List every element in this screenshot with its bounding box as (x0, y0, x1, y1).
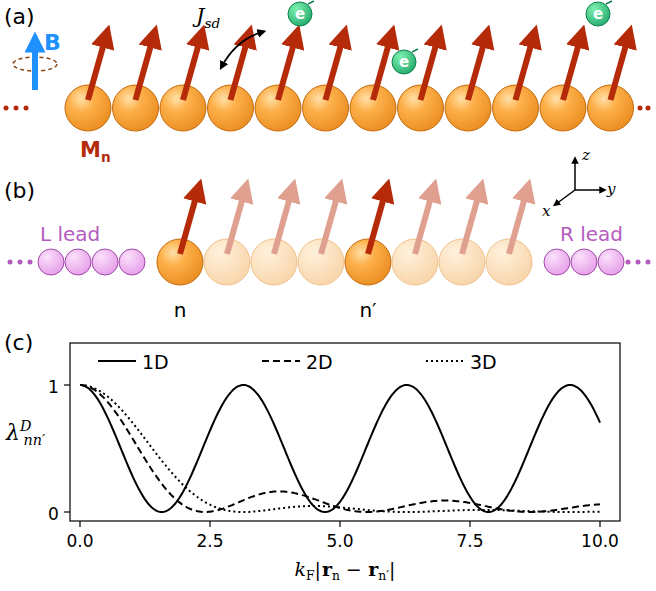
label: y (607, 180, 615, 198)
label: (a) (4, 4, 35, 29)
label: e (295, 5, 305, 23)
label: F (306, 569, 315, 583)
label-group: R lead (560, 222, 623, 246)
label-group: 0.0 (66, 531, 93, 551)
label-group: n (174, 298, 187, 322)
label: n (101, 149, 111, 165)
label: n′ (359, 298, 376, 322)
label: e (399, 53, 409, 71)
label: 0.0 (66, 531, 93, 551)
label-group: 2.5 (196, 531, 223, 551)
label: r (322, 558, 332, 580)
label: 1 (48, 377, 59, 397)
label: B (44, 30, 61, 55)
label: (b) (4, 178, 35, 203)
label: M (80, 138, 101, 162)
label: 7.5 (456, 531, 483, 551)
legend-text: 1D (142, 351, 169, 373)
label: nn′ (24, 432, 46, 448)
label-group: y (607, 180, 615, 198)
label: n (332, 569, 340, 583)
label: r (368, 558, 378, 580)
label-group: x (542, 202, 550, 220)
label-group: L lead (40, 222, 100, 246)
label-group: Mn (80, 138, 111, 165)
label: 2.5 (196, 531, 223, 551)
label: 10.0 (581, 531, 619, 551)
legend-text: 2D (306, 351, 333, 373)
label: 0 (48, 504, 59, 524)
label-group: 10.0 (581, 531, 619, 551)
label: k (295, 558, 307, 580)
label: J (196, 4, 204, 28)
label-group: kF|rn−rn′| (295, 558, 396, 583)
label: sd (204, 15, 220, 31)
label: x (542, 202, 550, 220)
label-group: e (399, 53, 409, 71)
legend-text: 3D (470, 351, 497, 373)
label: λ (6, 420, 20, 445)
label: e (593, 5, 603, 23)
label: (c) (4, 330, 33, 355)
label-group: (c) (4, 330, 33, 355)
label-group: z (582, 146, 590, 164)
label: 5.0 (326, 531, 353, 551)
label: n′ (378, 569, 389, 583)
label-group: e (295, 5, 305, 23)
label: | (389, 558, 395, 580)
label: n (174, 298, 187, 322)
label-group: 0 (48, 504, 59, 524)
label-group: e (593, 5, 603, 23)
label-group: 1 (48, 377, 59, 397)
label-group: 5.0 (326, 531, 353, 551)
label-group: Jsd (196, 4, 220, 31)
label-group: λDnn′ (6, 418, 45, 448)
label: R lead (560, 222, 623, 246)
label-group: 7.5 (456, 531, 483, 551)
label: z (582, 146, 590, 164)
label-group: (a) (4, 4, 35, 29)
label: | (315, 558, 321, 580)
label-group: n′ (359, 298, 376, 322)
label: L lead (40, 222, 100, 246)
label-group: B (44, 30, 61, 55)
label-group: (b) (4, 178, 35, 203)
label: − (346, 558, 362, 580)
